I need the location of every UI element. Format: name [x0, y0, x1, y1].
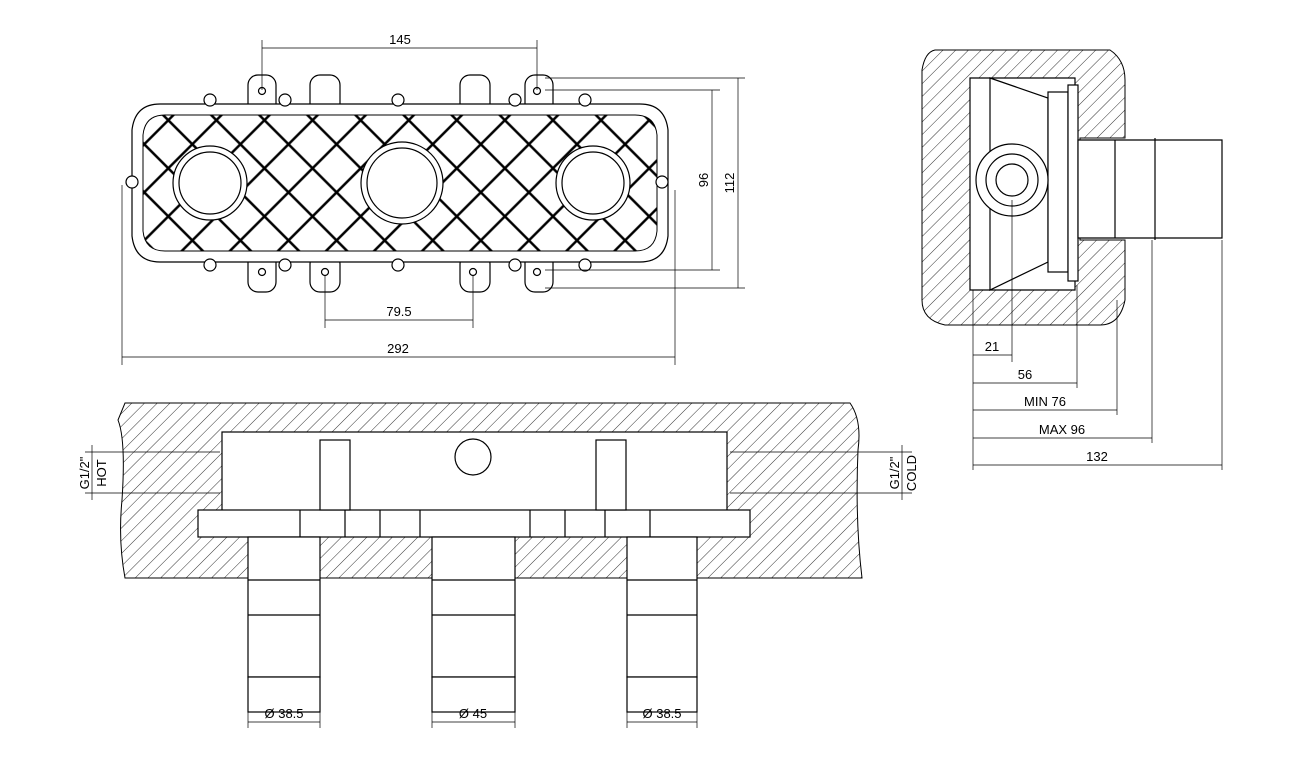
- dim-145: 145: [389, 32, 411, 47]
- hot-label: HOT: [94, 459, 109, 487]
- dim-max-96: MAX 96: [1039, 422, 1085, 437]
- hot-thread-label: G1/2": [77, 456, 92, 489]
- diameter-left: Ø 38.5: [264, 706, 303, 721]
- dim-132: 132: [1086, 449, 1108, 464]
- dim-96: 96: [696, 173, 711, 187]
- section-view: G1/2" HOT G1/2" COLD Ø 38.5 Ø 45 Ø 38.5: [77, 402, 919, 728]
- dim-min-76: MIN 76: [1024, 394, 1066, 409]
- cold-thread-label: G1/2": [887, 456, 902, 489]
- cold-label: COLD: [904, 455, 919, 491]
- dim-79-5: 79.5: [386, 304, 411, 319]
- front-view: 145 79.5 292 96 112: [121, 32, 745, 365]
- side-view: 21 56 MIN 76 MAX 96 132: [921, 49, 1223, 470]
- dim-21: 21: [985, 339, 999, 354]
- diameter-right: Ø 38.5: [642, 706, 681, 721]
- dim-56: 56: [1018, 367, 1032, 382]
- dim-112: 112: [722, 173, 737, 194]
- dim-292: 292: [387, 341, 409, 356]
- diameter-center: Ø 45: [459, 706, 487, 721]
